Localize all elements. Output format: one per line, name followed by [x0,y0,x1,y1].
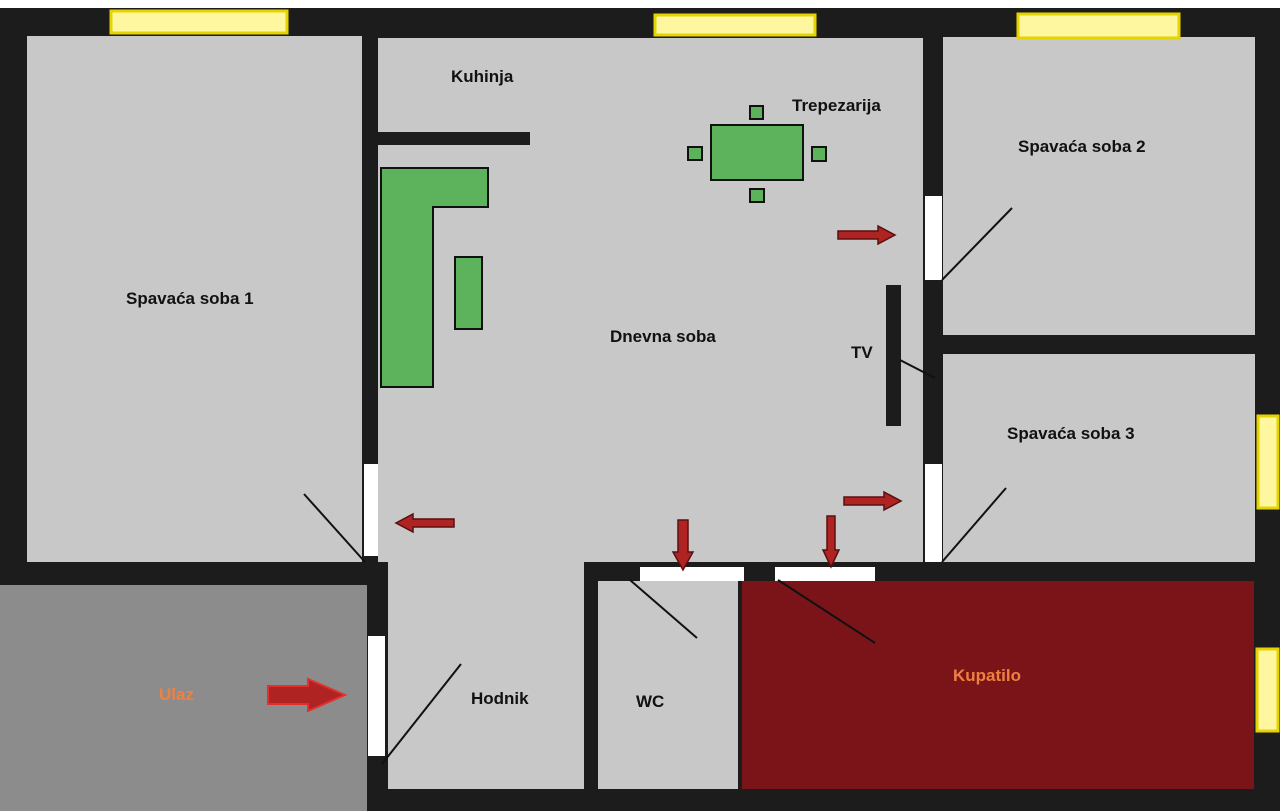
swing-bedroom-1 [303,493,366,563]
label-dining: Trepezarija [792,96,881,115]
floor-hallway-upper [378,555,584,585]
door-swings [303,207,1013,765]
label-bathroom: Kupatilo [953,666,1021,685]
label-living: Dnevna soba [610,327,716,346]
dining-chair-top [749,105,764,120]
arrow-to-wc [671,519,695,572]
window-bathroom [1255,647,1280,733]
label-hallway: Hodnik [471,689,529,708]
floor-bathroom [742,581,1254,793]
window-bedroom-1 [109,9,289,35]
label-bedroom-3: Spavaća soba 3 [1007,424,1135,443]
wall-wc-top [584,569,640,581]
kitchen-counter [380,167,489,388]
wall-tv-stand [886,285,901,426]
swing-wc [629,579,698,639]
window-bedroom-2 [1016,12,1181,40]
door-bedroom-2 [925,196,942,280]
arrow-to-bedroom-3 [843,490,903,512]
furniture [380,105,827,388]
door-wc [640,567,744,581]
floor-bedroom-2 [943,37,1255,335]
wall-wc-left [584,569,598,801]
label-wc: WC [636,692,664,711]
arrow-to-bathroom [821,515,841,569]
swing-bedroom-3 [941,487,1007,563]
window-kitchen [653,13,817,37]
dining-chair-left [687,146,703,161]
door-bedroom-3 [925,464,942,562]
door-bathroom [775,567,875,581]
dining-chair-right [811,146,827,162]
kitchen-island [454,256,483,330]
windows [109,9,1280,733]
floor-hallway [388,562,584,789]
floor-wc [598,581,738,789]
floor-bedroom-1 [27,36,362,562]
door-entrance [368,636,385,756]
swing-bedroom-2 [941,207,1013,281]
label-tv: TV [851,343,873,362]
arrow-to-bedroom-2 [837,224,897,246]
arrow-to-bedroom-1 [394,512,455,534]
label-kitchen: Kuhinja [451,67,514,86]
wall-kitchen-stub [362,92,376,180]
floor-bedroom-3 [943,353,1255,562]
wall-entrance-top [0,562,388,585]
swing-tv [899,359,936,379]
wall-kitchen-divider [366,132,530,145]
arrows [267,224,903,713]
swing-bathroom [777,579,876,644]
arrow-entrance [267,677,348,713]
dining-chair-bottom [749,188,765,203]
swing-entrance [381,663,462,765]
window-bedroom-3 [1256,414,1280,510]
wall-bottom [367,789,1280,811]
door-bedroom-1 [364,464,378,556]
dining-table [710,124,804,181]
label-entrance: Ulaz [159,685,194,704]
label-bedroom-1: Spavaća soba 1 [126,289,254,308]
wall-bath-top [742,567,1280,581]
label-bedroom-2: Spavaća soba 2 [1018,137,1146,156]
wall-bedroom-2-3 [932,336,1268,354]
